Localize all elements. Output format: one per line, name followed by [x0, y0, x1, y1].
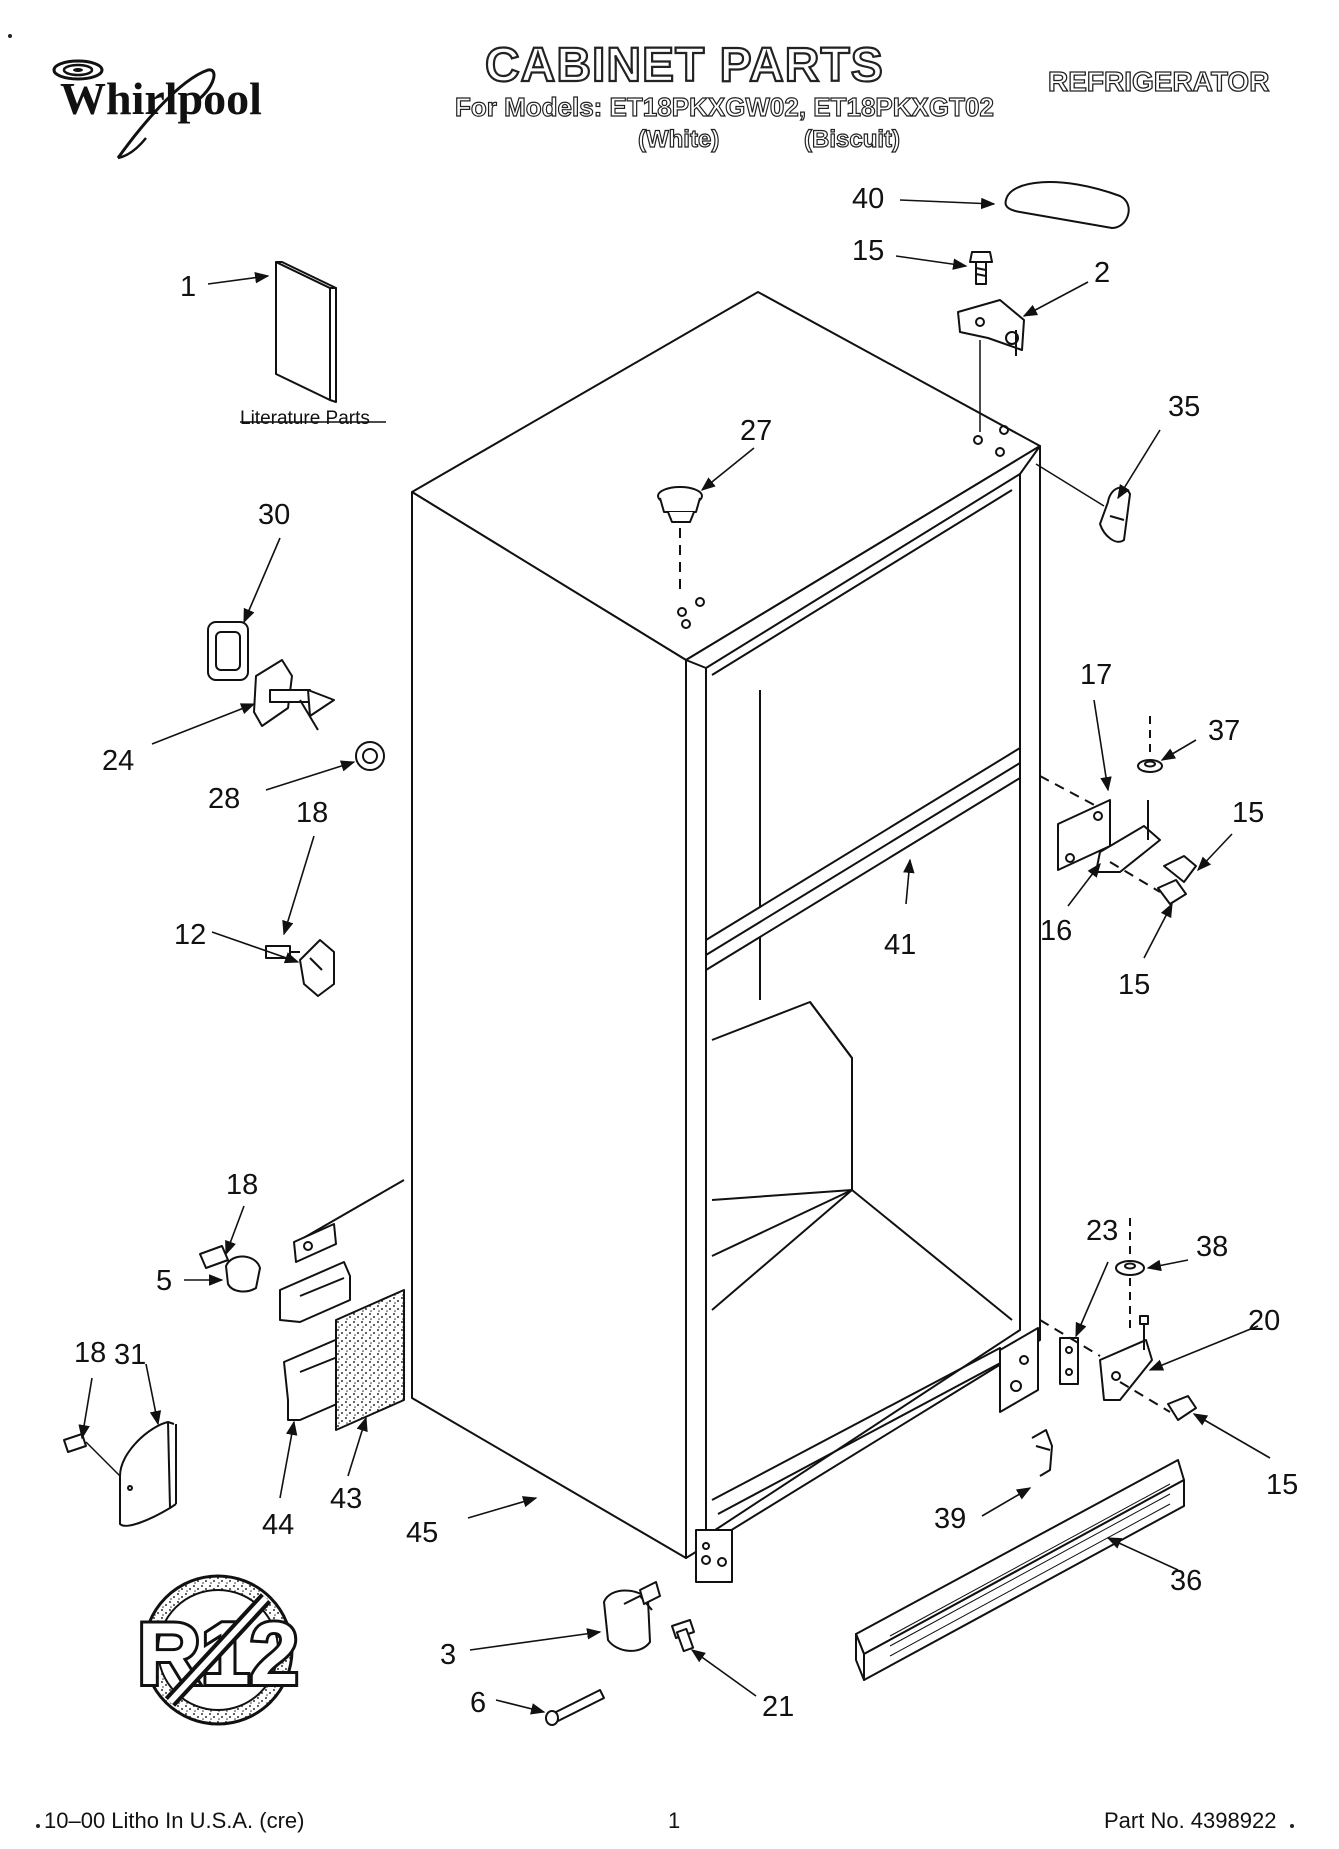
clip-39 [1031, 1429, 1053, 1477]
callout-15-upper: 15 [1232, 797, 1264, 829]
callout-35: 35 [1168, 391, 1200, 423]
callout-41: 41 [884, 929, 916, 961]
callout-17: 17 [1080, 659, 1112, 691]
callout-44: 44 [262, 1509, 294, 1541]
refrigerator-cabinet [411, 291, 1041, 1583]
literature-parts-label: Literature Parts [240, 408, 370, 429]
center-hinge-16-17 [1039, 716, 1197, 905]
callout-15-mid: 15 [1118, 969, 1150, 1001]
callout-numbers: 1 2 3 5 6 12 15 15 15 15 16 17 18 18 18 … [74, 183, 1298, 1723]
literature-booklet [240, 261, 386, 423]
footer-part-number: Part No. 4398922 [1104, 1808, 1277, 1833]
brand-name: Whirlpool [60, 73, 262, 124]
callout-45: 45 [406, 1517, 438, 1549]
footer-page-number: 1 [668, 1808, 681, 1833]
registration-mark-top [8, 34, 12, 38]
callout-5: 5 [156, 1265, 172, 1297]
callout-39: 39 [934, 1503, 966, 1535]
footer-print-info: 10–00 Litho In U.S.A. (cre) [44, 1808, 305, 1833]
callout-30: 30 [258, 499, 290, 531]
clip-12 [265, 939, 335, 997]
callout-28: 28 [208, 783, 240, 815]
cover-31 [63, 1421, 177, 1527]
lower-left-brackets [199, 1179, 405, 1431]
callout-21: 21 [762, 1691, 794, 1723]
callout-16: 16 [1040, 915, 1072, 947]
callout-36: 36 [1170, 1565, 1202, 1597]
callout-3: 3 [440, 1639, 456, 1671]
no-r12-badge: R12 [134, 1574, 302, 1726]
callout-15-lower: 15 [1266, 1469, 1298, 1501]
callout-40: 40 [852, 183, 884, 215]
callout-15-top: 15 [852, 235, 884, 267]
color-white: (White) [637, 125, 720, 153]
callout-18-lower: 18 [226, 1169, 258, 1201]
callout-18-left: 18 [74, 1337, 106, 1369]
color-biscuit: (Biscuit) [803, 125, 900, 153]
toe-grille-36 [855, 1459, 1185, 1681]
callout-18-upper: 18 [296, 797, 328, 829]
callout-27: 27 [740, 415, 772, 447]
callout-12: 12 [174, 919, 206, 951]
callout-31: 31 [114, 1339, 146, 1371]
callout-6: 6 [470, 1687, 486, 1719]
callout-37: 37 [1208, 715, 1240, 747]
callout-20: 20 [1248, 1305, 1280, 1337]
callout-2: 2 [1094, 257, 1110, 289]
screw-15-top [969, 251, 993, 285]
callout-1: 1 [180, 271, 196, 303]
leader-arrows [78, 197, 1271, 1715]
hinge-cap-35 [1099, 486, 1131, 543]
bottom-hinge-20 [1039, 1218, 1197, 1421]
callout-24: 24 [102, 745, 134, 777]
callout-43: 43 [330, 1483, 362, 1515]
whirlpool-swirl-logo [52, 59, 216, 160]
registration-mark-bottom-left [36, 1824, 40, 1828]
models-line: For Models: ET18PKXGW02, ET18PKXGT02 [454, 91, 994, 122]
top-hinge-2 [957, 299, 1025, 432]
registration-mark-bottom-right [1290, 1824, 1294, 1828]
handle-parts [207, 621, 385, 771]
roller-assembly-3 [545, 1581, 695, 1726]
callout-23: 23 [1086, 1215, 1118, 1247]
callout-38: 38 [1196, 1231, 1228, 1263]
plug-button-27 [657, 486, 703, 596]
page-title: CABINET PARTS [484, 38, 884, 93]
hinge-cover-40 [1004, 181, 1130, 229]
appliance-type: REFRIGERATOR [1047, 65, 1270, 97]
